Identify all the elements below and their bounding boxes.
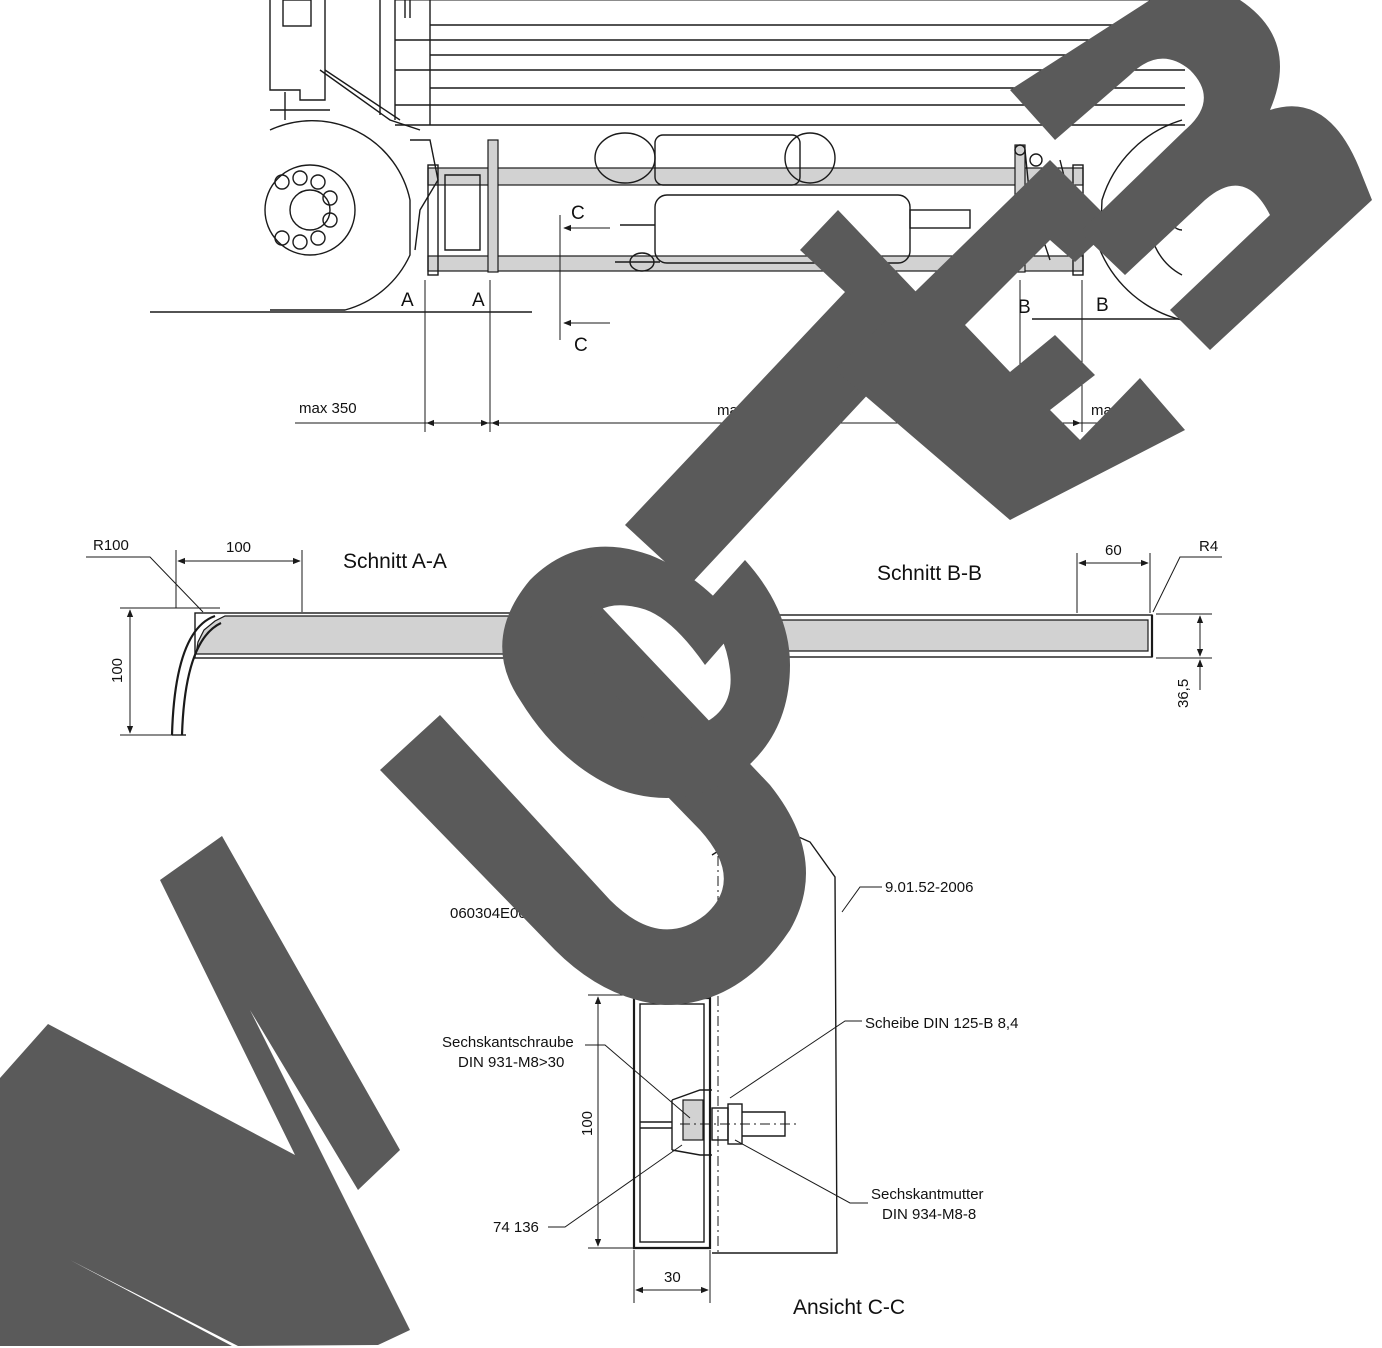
cutting-line-c: C C xyxy=(559,203,610,356)
section-mark-b-right: B xyxy=(1096,295,1109,316)
side-guard-frame xyxy=(427,139,1084,276)
view-cc-width: 30 xyxy=(664,1269,681,1286)
view-cc-height: 100 xyxy=(579,1111,596,1136)
section-bb-height: 36,5 xyxy=(1175,679,1192,708)
section-bb-width: 60 xyxy=(1105,542,1122,559)
label-washer: Scheibe DIN 125-B 8,4 xyxy=(865,1015,1018,1032)
label-bolt-line2: DIN 931-M8>30 xyxy=(458,1054,564,1071)
section-aa-radius: R100 xyxy=(93,537,129,554)
section-mark-b-left: B xyxy=(1018,297,1031,318)
truck-cab xyxy=(269,0,421,131)
watermark-letter-m xyxy=(0,836,410,1346)
section-aa-title: Schnitt A-A xyxy=(343,550,447,573)
section-aa: Schnitt A-A 100 100 R100 xyxy=(86,537,596,736)
section-mark-c-top: C xyxy=(571,203,585,224)
label-frame-part: 9.01.52-2006 xyxy=(885,879,973,896)
view-cc-title: Ansicht C-C xyxy=(793,1296,905,1319)
section-bb-radius: R4 xyxy=(1199,538,1218,555)
label-clip-part: 74 136 xyxy=(493,1219,539,1236)
label-bolt-line1: Sechskantschraube xyxy=(442,1034,574,1051)
watermark-letter-s xyxy=(502,546,790,798)
front-wheel xyxy=(264,120,411,311)
section-mark-a-left: A xyxy=(401,290,414,311)
watermark-letter-e xyxy=(835,160,1185,520)
watermark-letter-r xyxy=(1010,0,1372,350)
section-bb: Schnitt B-B 60 36,5 R4 xyxy=(744,538,1222,708)
label-nut-line2: DIN 934-M8-8 xyxy=(882,1206,976,1223)
dim-front-overhang: max 350 xyxy=(299,400,357,417)
bolt-assembly xyxy=(680,1103,798,1145)
label-nut-line1: Sechskantmutter xyxy=(871,1186,984,1203)
section-aa-height: 100 xyxy=(109,658,126,683)
section-aa-width: 100 xyxy=(226,539,251,556)
guard-profile xyxy=(632,992,712,1250)
section-bb-title: Schnitt B-B xyxy=(877,562,982,585)
section-mark-a-right: A xyxy=(472,290,485,311)
section-mark-c-bottom: C xyxy=(574,335,588,356)
